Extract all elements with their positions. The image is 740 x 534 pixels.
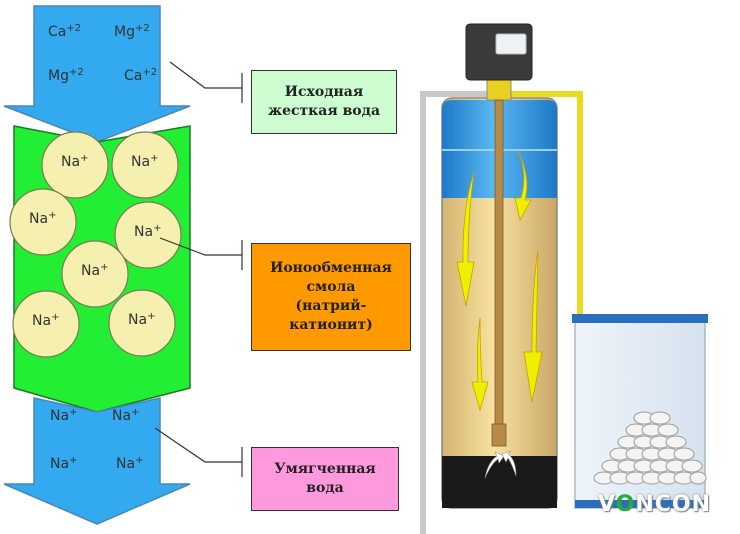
callout-lines bbox=[154, 61, 243, 477]
flow-arrow-icon bbox=[501, 450, 517, 477]
flow-arrow-icon bbox=[471, 317, 489, 412]
brine-tank bbox=[572, 314, 708, 509]
ion-bottom: Na+ bbox=[116, 455, 143, 473]
resin-bead bbox=[108, 289, 176, 357]
label-resin-line-2: смола bbox=[306, 279, 356, 295]
ion-top: Ca+2 bbox=[124, 67, 157, 85]
flow-arrow-icon bbox=[514, 149, 532, 222]
ion-top: Mg+2 bbox=[114, 23, 150, 41]
ion-resin: Na+ bbox=[128, 311, 155, 329]
label-resin: Ионообменная смола (натрий- катионит) bbox=[251, 243, 411, 351]
ion-bottom: Na+ bbox=[112, 407, 139, 425]
tank-base bbox=[442, 456, 557, 508]
brine-tank-bottom bbox=[575, 500, 705, 508]
resin-bead bbox=[41, 131, 109, 199]
label-soft-water-line-1: Умягченная bbox=[274, 461, 376, 477]
label-hard-water-line-2: жесткая вода bbox=[267, 103, 381, 119]
inlet-pipe bbox=[420, 91, 487, 534]
brand-logo: VONCON bbox=[598, 492, 712, 517]
ion-bottom: Na+ bbox=[50, 455, 77, 473]
ion-top: Mg+2 bbox=[48, 67, 84, 85]
riser-tube bbox=[494, 99, 504, 443]
resin-bead bbox=[9, 188, 77, 256]
resin-bead bbox=[111, 131, 179, 199]
resin-bead bbox=[114, 201, 182, 269]
label-soft-water-line-2: вода bbox=[306, 480, 344, 496]
callout-line-hard-water bbox=[169, 61, 242, 89]
label-hard-water: Исходная жесткая вода bbox=[251, 70, 397, 134]
label-hard-water-line-1: Исходная bbox=[284, 84, 364, 100]
label-resin-line-4: катионит) bbox=[289, 317, 373, 333]
callout-line-soft-water bbox=[154, 427, 242, 463]
tank-neck bbox=[486, 79, 512, 101]
resin-bead bbox=[12, 290, 80, 358]
ion-resin: Na+ bbox=[61, 153, 88, 171]
ion-resin: Na+ bbox=[81, 262, 108, 280]
resin-beads bbox=[9, 131, 182, 358]
resin-bead bbox=[61, 240, 129, 308]
distributor bbox=[491, 423, 507, 447]
label-resin-line-3: (натрий- bbox=[295, 298, 367, 314]
label-resin-line-1: Ионообменная bbox=[270, 260, 392, 276]
flow-arrow-icon bbox=[523, 249, 543, 403]
ion-bottom: Na+ bbox=[50, 407, 77, 425]
ion-resin: Na+ bbox=[32, 312, 59, 330]
soft-water-arrow bbox=[3, 397, 191, 525]
flow-arrows bbox=[456, 149, 543, 479]
ion-top: Ca+2 bbox=[48, 23, 81, 41]
control-display bbox=[495, 33, 527, 55]
salt-tablets bbox=[593, 411, 707, 485]
flow-arrow-icon bbox=[456, 171, 475, 307]
callout-line-resin bbox=[159, 237, 242, 256]
ion-resin: Na+ bbox=[134, 223, 161, 241]
hard-water-arrow bbox=[3, 5, 191, 143]
brine-tank-lid bbox=[572, 314, 708, 323]
ion-resin: Na+ bbox=[131, 153, 158, 171]
ion-resin: Na+ bbox=[29, 210, 56, 228]
label-soft-water: Умягченная вода bbox=[251, 447, 399, 511]
